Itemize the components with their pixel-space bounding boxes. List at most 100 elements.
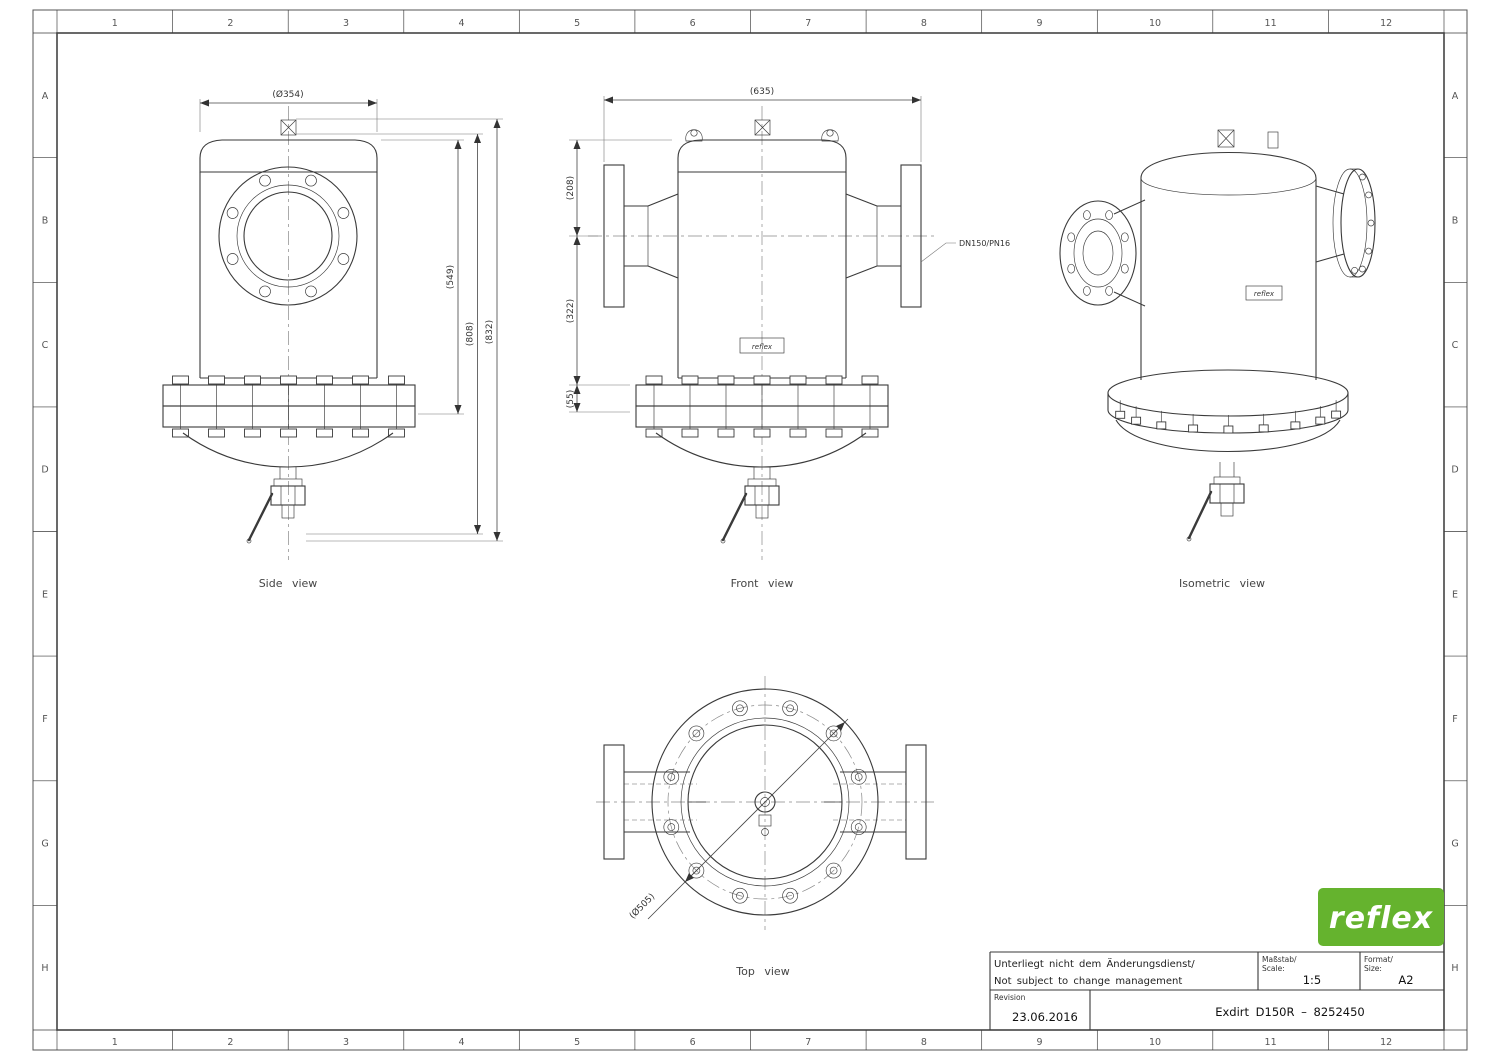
- grid-row-label: H: [41, 963, 48, 974]
- logo-background: [1318, 888, 1444, 946]
- flange-nut: [681, 428, 699, 438]
- isometric-view-label: Isometric view: [1179, 577, 1265, 590]
- bolt: [782, 700, 798, 717]
- bolt-hole: [1359, 173, 1366, 181]
- flange-nut: [861, 428, 879, 438]
- bolt: [850, 769, 867, 785]
- bolt: [786, 891, 794, 900]
- grid-ticks: [33, 10, 1467, 1050]
- grid-row-label: G: [1451, 839, 1458, 850]
- bolt: [732, 700, 748, 717]
- disclaimer-en: Not subject to change management: [994, 976, 1182, 987]
- grid-col-label: 3: [343, 1037, 349, 1048]
- bolt: [829, 866, 838, 875]
- grid-col-label: 8: [921, 18, 927, 29]
- flange-nut: [316, 428, 333, 438]
- bolt: [854, 773, 863, 781]
- flange-nut: [172, 375, 189, 385]
- format-label-en: Size:: [1364, 964, 1382, 973]
- main-flange: [651, 688, 879, 916]
- grid-row-label: G: [41, 839, 48, 850]
- drain-valve-top: [688, 791, 842, 836]
- top-view-label: Top view: [735, 965, 789, 978]
- bolt-hole: [1120, 263, 1129, 274]
- flange-nut: [280, 428, 297, 438]
- bolt: [667, 773, 676, 781]
- bolt-hole: [305, 285, 317, 298]
- grid-row-label: D: [1451, 465, 1458, 476]
- format-label-de: Format/: [1364, 955, 1393, 964]
- bolt-hole: [1367, 219, 1375, 227]
- bolt: [692, 729, 701, 738]
- dim-label: (549): [446, 265, 456, 289]
- grid-col-label: 6: [690, 18, 696, 29]
- vent-fitting: [280, 119, 297, 136]
- grid-row-label: C: [1452, 340, 1459, 351]
- flange-nut: [352, 428, 369, 438]
- grid-col-label: 11: [1265, 1037, 1277, 1048]
- flange-nut: [861, 375, 879, 385]
- bolt-hole: [259, 285, 271, 298]
- bolt: [850, 819, 867, 835]
- disclaimer-de: Unterliegt nicht dem Änderungsdienst/: [994, 957, 1195, 970]
- grid-col-label: 6: [690, 1037, 696, 1048]
- grid-col-label: 4: [458, 1037, 464, 1048]
- grid-col-label: 5: [574, 18, 580, 29]
- revision-label: Revision: [994, 993, 1026, 1002]
- drain-valve: [1186, 462, 1245, 542]
- scale-value: 1:5: [1303, 973, 1322, 987]
- dim-label: (635): [750, 87, 774, 97]
- grid-row-label: C: [42, 340, 49, 351]
- side-view-label: Side view: [259, 577, 318, 590]
- logo-text: reflex: [1329, 901, 1434, 936]
- nameplate: reflex: [739, 337, 785, 354]
- dim-label: (322): [566, 299, 576, 323]
- grid-row-label: F: [42, 714, 47, 725]
- bolt: [688, 725, 705, 742]
- bolt: [736, 704, 744, 713]
- dim-label: (808): [466, 322, 476, 346]
- sight-glass-flange: [218, 166, 358, 306]
- bolt-hole: [259, 174, 271, 187]
- vent-fitting: [1217, 129, 1279, 149]
- dim-label: (Ø505): [627, 891, 657, 921]
- bottom-flange: [635, 375, 889, 438]
- bolt: [667, 823, 676, 831]
- dimension-heights: (208) (322) (55): [566, 139, 672, 413]
- grid-row-label: B: [1452, 215, 1459, 226]
- bolt-hole: [1351, 266, 1358, 274]
- flange-nut: [681, 375, 699, 385]
- grid-col-label: 1: [112, 1037, 118, 1048]
- lower-dish: [1115, 419, 1341, 452]
- bolt: [825, 725, 842, 742]
- bolt: [692, 866, 701, 875]
- scale-label-de: Maßstab/: [1262, 955, 1297, 964]
- flange-nut: [645, 428, 663, 438]
- dim-label: (832): [485, 320, 495, 344]
- front-view: reflex (635): [566, 87, 1010, 590]
- dimension-heights: (549) (808) (832): [296, 118, 503, 542]
- grid-row-label: A: [1452, 91, 1459, 102]
- grid-row-label: B: [42, 215, 49, 226]
- nozzle-left: [1059, 199, 1146, 307]
- bolt: [688, 862, 705, 879]
- bolt-hole: [337, 207, 350, 219]
- nozzle-callout: DN150/PN16: [920, 239, 1010, 263]
- bolt: [829, 729, 838, 738]
- bolt-hole: [305, 174, 317, 187]
- grid-col-label: 5: [574, 1037, 580, 1048]
- flange-nut: [825, 428, 843, 438]
- grid-col-label: 9: [1036, 1037, 1042, 1048]
- lower-dish: [182, 432, 394, 468]
- flange-nut: [645, 375, 663, 385]
- dim-label: (208): [566, 176, 576, 200]
- grid-col-label: 4: [458, 18, 464, 29]
- flange-nut: [172, 428, 189, 438]
- bolt-hole: [1105, 210, 1113, 220]
- flange-nut: [1258, 424, 1269, 433]
- flange-nut: [388, 428, 405, 438]
- nozzle-right: [845, 164, 922, 308]
- bolt-hole: [1120, 232, 1129, 243]
